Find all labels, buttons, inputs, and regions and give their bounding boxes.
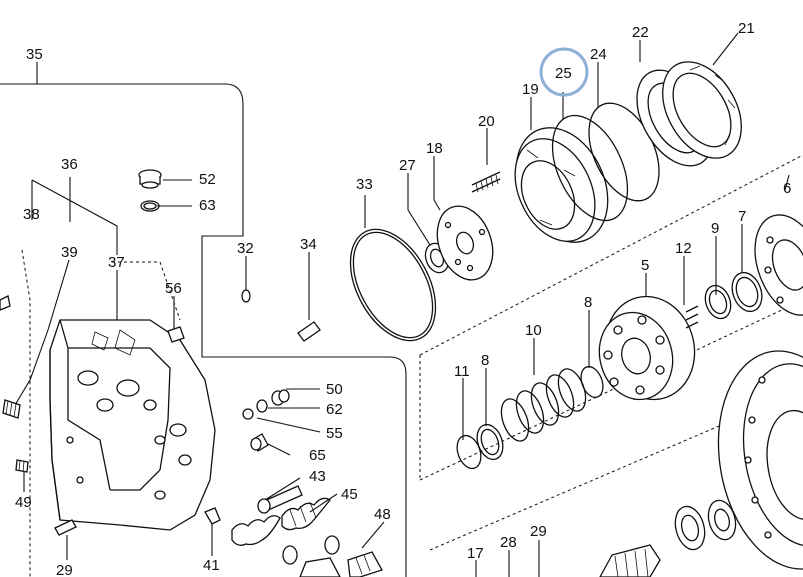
callout-63[interactable]: 63 — [199, 197, 216, 214]
callout-48[interactable]: 48 — [374, 506, 391, 523]
callout-11[interactable]: 11 — [454, 363, 470, 380]
plug-38 — [2, 399, 21, 419]
callout-43[interactable]: 43 — [309, 468, 326, 485]
callout-28[interactable]: 28 — [500, 534, 517, 551]
plug-52 — [138, 169, 162, 189]
snap-ring-11 — [456, 434, 482, 470]
callout-45[interactable]: 45 — [341, 486, 358, 503]
pin-34 — [297, 321, 321, 342]
washer-8a — [476, 423, 504, 461]
o-ring-45b — [282, 545, 298, 565]
plug-49 — [15, 459, 29, 473]
callout-55[interactable]: 55 — [326, 425, 343, 442]
callout-17[interactable]: 17 — [467, 545, 484, 562]
callout-37[interactable]: 37 — [108, 254, 125, 271]
callout-20[interactable]: 20 — [478, 113, 495, 130]
sleeve-65 — [250, 433, 269, 452]
o-ring-32 — [241, 289, 251, 303]
callouts: 35 36 38 39 37 52 63 32 34 56 33 27 18 2… — [15, 20, 791, 577]
callout-35[interactable]: 35 — [26, 46, 43, 63]
callout-38[interactable]: 38 — [23, 206, 40, 223]
o-ring-55 — [242, 408, 254, 420]
callout-25[interactable]: 25 — [555, 65, 572, 82]
callout-12[interactable]: 12 — [675, 240, 692, 257]
leader-lines — [14, 32, 790, 577]
pin-29-left — [54, 519, 77, 536]
callout-33[interactable]: 33 — [356, 176, 373, 193]
washer-8b — [580, 365, 604, 399]
callout-21[interactable]: 21 — [738, 20, 755, 37]
side-plug-left — [0, 295, 11, 311]
plug-bottom — [299, 551, 383, 577]
shaft-lower — [599, 544, 661, 577]
callout-29-left[interactable]: 29 — [56, 562, 73, 577]
callout-41[interactable]: 41 — [203, 557, 220, 574]
callout-50[interactable]: 50 — [326, 381, 343, 398]
callout-62[interactable]: 62 — [326, 401, 343, 418]
callout-52[interactable]: 52 — [199, 171, 216, 188]
callout-9[interactable]: 9 — [711, 220, 719, 237]
assembly-outline-left — [21, 249, 181, 577]
spring-41 — [204, 507, 281, 546]
callout-65[interactable]: 65 — [309, 447, 326, 464]
highlight-circle-25 — [539, 47, 589, 97]
spring-45 — [281, 497, 331, 531]
callout-29-right[interactable]: 29 — [530, 523, 547, 540]
pins-12 — [685, 305, 699, 329]
callout-18[interactable]: 18 — [426, 140, 443, 157]
swash-plate-6 — [754, 214, 803, 316]
callout-32[interactable]: 32 — [237, 240, 254, 257]
o-ring-25 — [551, 114, 629, 222]
bearing-lower — [674, 499, 737, 551]
callout-39[interactable]: 39 — [61, 244, 78, 261]
callout-10[interactable]: 10 — [525, 322, 542, 339]
callout-5[interactable]: 5 — [641, 257, 649, 274]
callout-8-upper[interactable]: 8 — [584, 294, 592, 311]
plug-56 — [167, 326, 185, 343]
callout-27[interactable]: 27 — [399, 157, 416, 174]
callout-24[interactable]: 24 — [590, 46, 607, 63]
cylinder-block-5 — [598, 295, 696, 401]
callout-22[interactable]: 22 — [632, 24, 649, 41]
spring-20 — [471, 171, 501, 193]
spring-10 — [500, 368, 587, 442]
o-ring-33 — [349, 228, 437, 342]
washer-9 — [704, 284, 732, 320]
o-ring-62 — [256, 399, 268, 413]
callout-19[interactable]: 19 — [522, 81, 539, 98]
callout-49[interactable]: 49 — [15, 494, 32, 511]
plate-21 — [662, 61, 742, 159]
callout-8-lower[interactable]: 8 — [481, 352, 489, 369]
housing-lower — [717, 350, 803, 570]
callout-7[interactable]: 7 — [738, 208, 746, 225]
callout-56[interactable]: 56 — [165, 280, 182, 297]
callout-34[interactable]: 34 — [300, 236, 317, 253]
o-ring-63 — [140, 200, 160, 212]
o-ring-48 — [324, 535, 340, 555]
ring-7 — [731, 271, 763, 313]
callout-6[interactable]: 6 — [783, 180, 791, 197]
valve-plate-18 — [436, 205, 494, 281]
check-valve-50 — [271, 389, 290, 406]
spool-43 — [257, 485, 303, 514]
port-block-37 — [49, 319, 216, 531]
callout-36[interactable]: 36 — [61, 156, 78, 173]
assembly-outline-35 — [0, 83, 407, 577]
